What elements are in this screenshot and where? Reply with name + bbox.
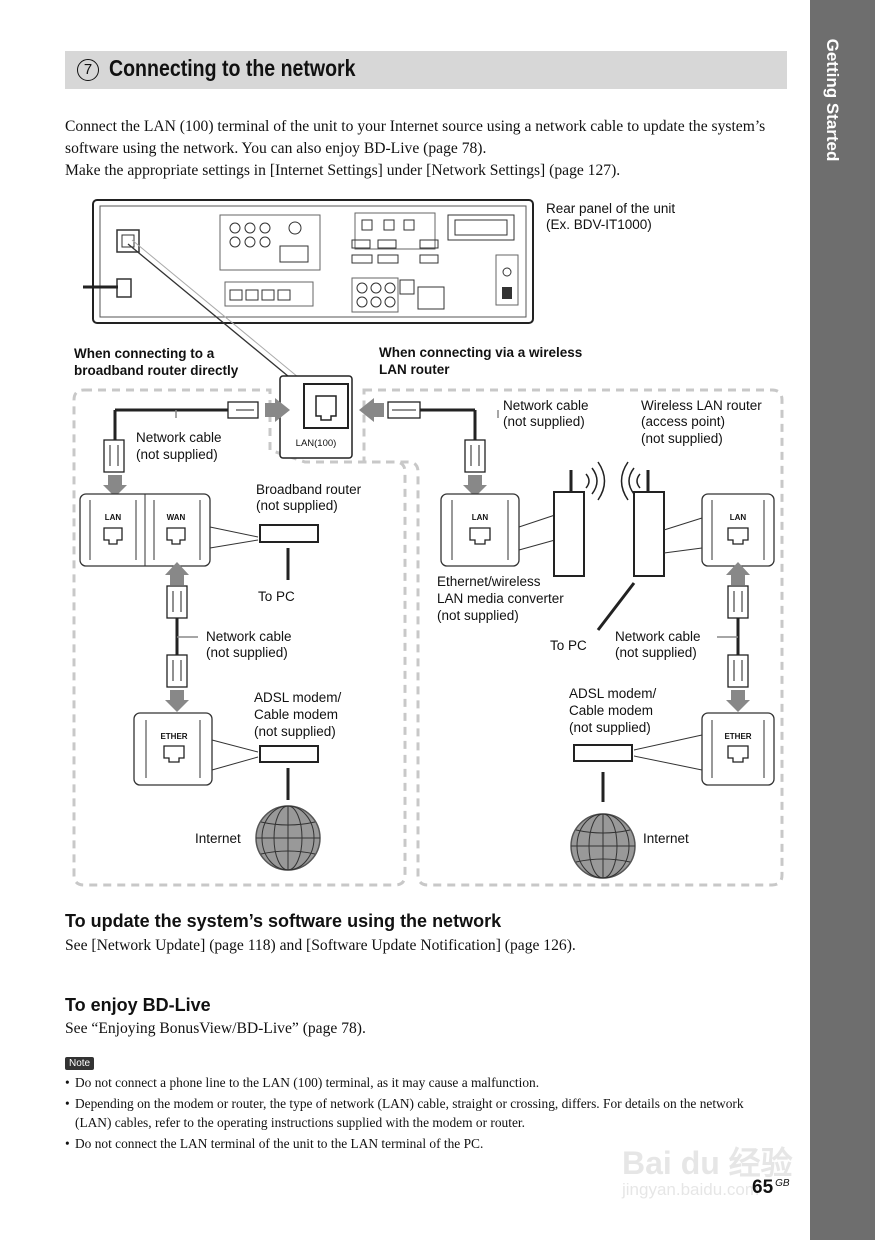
wireless-router-label-2: (access point): [641, 414, 725, 429]
wireless-router-label-3: (not supplied): [641, 431, 723, 446]
broadband-router-label-1: Broadband router: [256, 482, 362, 497]
right-modem-device: [573, 744, 633, 762]
rear-panel-label-2: (Ex. BDV-IT1000): [546, 217, 652, 232]
right-cable-label-2: (not supplied): [503, 414, 585, 429]
left-mid-cable-label-2: (not supplied): [206, 645, 288, 660]
right-internet-label: Internet: [643, 831, 689, 846]
side-tab: [810, 0, 875, 1240]
broadband-router-label-2: (not supplied): [256, 498, 338, 513]
watermark-text: Bai du 经验: [622, 1145, 793, 1181]
ether-port-label-right: ETHER: [724, 732, 751, 741]
update-text: See [Network Update] (page 118) and [Sof…: [65, 937, 576, 954]
lan-port-label: LAN: [105, 513, 122, 522]
wireless-lan-router-device: [620, 461, 665, 577]
right-modem-label-3: (not supplied): [569, 720, 651, 735]
converter-label-3: (not supplied): [437, 608, 519, 623]
left-modem-label-3: (not supplied): [254, 724, 336, 739]
baidu-watermark: Bai du 经验 jingyan.baidu.com: [622, 1138, 822, 1208]
right-internet-globe: [570, 813, 636, 879]
converter-label-1: Ethernet/wireless: [437, 574, 541, 589]
left-to-pc-label: To PC: [258, 589, 295, 604]
intro-paragraph-2: Make the appropriate settings in [Intern…: [65, 162, 621, 179]
right-mid-cable-label-1: Network cable: [615, 629, 701, 644]
side-tab-label: Getting Started: [823, 38, 842, 162]
right-heading-1: When connecting via a wireless: [379, 345, 582, 360]
page-number-suffix: GB: [775, 1177, 790, 1189]
ether-port-label-left: ETHER: [160, 732, 187, 741]
left-modem-device: [259, 745, 319, 763]
watermark-url: jingyan.baidu.com: [622, 1180, 760, 1199]
page-number-value: 65: [752, 1177, 774, 1198]
converter-lan-label: LAN: [472, 513, 489, 522]
left-modem-ether-port: ETHER: [133, 712, 213, 786]
left-internet-globe: [255, 805, 321, 871]
update-heading: To update the system’s software using th…: [65, 911, 502, 931]
wireless-router-lan-port: LAN: [701, 493, 775, 567]
unit-rear-panel: [83, 199, 534, 324]
right-modem-label-1: ADSL modem/: [569, 686, 657, 701]
left-heading-2: broadband router directly: [74, 363, 239, 378]
converter-label-2: LAN media converter: [437, 591, 564, 606]
left-cable-label-2: (not supplied): [136, 447, 218, 462]
bdlive-heading: To enjoy BD-Live: [65, 995, 211, 1015]
intro-text: Connect the LAN (100) terminal of the un…: [65, 116, 790, 182]
note-badge: Note: [65, 1057, 95, 1070]
left-modem-label-1: ADSL modem/: [254, 690, 342, 705]
rear-panel-label-1: Rear panel of the unit: [546, 201, 675, 216]
wan-port-label: WAN: [167, 513, 186, 522]
section-title: Connecting to the network: [109, 55, 356, 81]
broadband-router-ports: LAN WAN: [79, 493, 211, 567]
right-to-pc-label: To PC: [550, 638, 587, 653]
left-mid-cable-label-1: Network cable: [206, 629, 292, 644]
network-connection-diagram: Rear panel of the unit (Ex. BDV-IT1000) …: [72, 199, 784, 887]
note-list: Do not connect a phone line to the LAN (…: [65, 1073, 780, 1155]
converter-lan-port: LAN: [440, 493, 520, 567]
media-converter-device: [553, 461, 606, 577]
broadband-router-device: [259, 524, 319, 543]
left-cable-label-1: Network cable: [136, 430, 222, 445]
right-mid-cable-label-2: (not supplied): [615, 645, 697, 660]
note-item: Do not connect the LAN terminal of the u…: [65, 1134, 780, 1153]
section-header: 7 Connecting to the network: [65, 51, 787, 89]
right-heading-2: LAN router: [379, 362, 450, 377]
section-number: 7: [77, 59, 99, 81]
wireless-router-label-1: Wireless LAN router: [641, 398, 762, 413]
left-heading-1: When connecting to a: [74, 346, 215, 361]
right-modem-label-2: Cable modem: [569, 703, 653, 718]
right-cable-label-1: Network cable: [503, 398, 589, 413]
lan100-label: LAN(100): [296, 438, 337, 449]
bdlive-text: See “Enjoying BonusView/BD-Live” (page 7…: [65, 1020, 366, 1037]
note-item: Depending on the modem or router, the ty…: [65, 1094, 780, 1132]
right-modem-ether-port: ETHER: [701, 712, 775, 786]
left-modem-label-2: Cable modem: [254, 707, 338, 722]
note-item: Do not connect a phone line to the LAN (…: [65, 1073, 780, 1092]
lan100-port-callout: LAN(100): [279, 375, 353, 459]
left-internet-label: Internet: [195, 831, 241, 846]
router-lan-label: LAN: [730, 513, 747, 522]
intro-paragraph-1: Connect the LAN (100) terminal of the un…: [65, 118, 766, 157]
right-region-outline: [362, 388, 784, 887]
